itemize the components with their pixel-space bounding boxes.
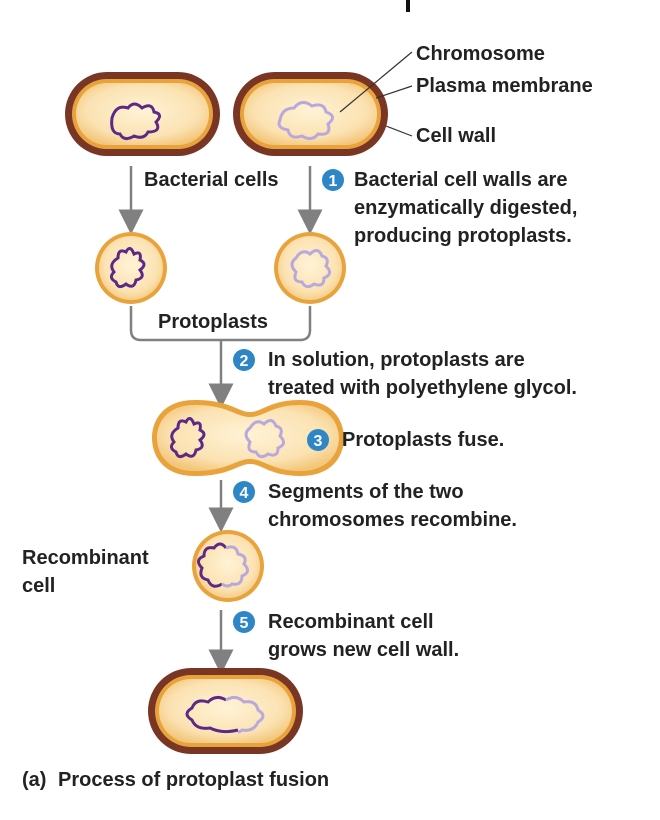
- protoplasts-label: Protoplasts: [158, 311, 268, 333]
- plasma-membrane-leader: [375, 85, 413, 99]
- chromosome-label: Chromosome: [416, 43, 545, 65]
- step-1-line-3: producing protoplasts.: [354, 225, 572, 247]
- top-mark: [406, 0, 410, 12]
- chromosome-light: [221, 545, 249, 588]
- step-2-badge: [233, 349, 255, 371]
- step-5-line-2: grows new cell wall.: [268, 639, 459, 661]
- step-4-badge: [233, 481, 255, 503]
- step-1-number: 1: [329, 173, 338, 190]
- fused-protoplasts: [152, 400, 344, 476]
- step-5-line-1: Recombinant cell: [268, 611, 434, 633]
- step-4-line-1: Segments of the two: [268, 481, 464, 503]
- step-3-badge: [307, 429, 329, 451]
- chromosome-leader: [339, 51, 413, 113]
- bacterial-cell-right: [233, 72, 388, 156]
- bacterial-cells-label: Bacterial cells: [144, 169, 279, 191]
- step-3: 3 Protoplasts fuse.: [307, 429, 504, 451]
- step-5-badge: [233, 611, 255, 633]
- step-4-number: 4: [240, 485, 249, 502]
- recombinant-cell-label-1: Recombinant: [22, 547, 149, 569]
- step-5-number: 5: [240, 615, 249, 632]
- caption-prefix: (a): [22, 769, 46, 791]
- chromosome-dark: [197, 542, 228, 588]
- step-5: 5 Recombinant cell grows new cell wall.: [233, 611, 459, 661]
- step-2: 2 In solution, protoplasts are treated w…: [233, 349, 577, 399]
- protoplast-left: [95, 232, 167, 304]
- caption: Process of protoplast fusion: [58, 769, 329, 791]
- step-1: 1 Bacterial cell walls are enzymatically…: [322, 169, 577, 247]
- cell-wall-label: Cell wall: [416, 125, 496, 147]
- plasma-membrane-label: Plasma membrane: [416, 75, 593, 97]
- protoplast-right: [274, 232, 346, 304]
- recombinant-cell-with-wall: [148, 668, 303, 754]
- chromosome-dark: [185, 695, 239, 734]
- step-4-line-2: chromosomes recombine.: [268, 509, 517, 531]
- chromosome-light: [244, 419, 285, 459]
- step-2-line-2: treated with polyethylene glycol.: [268, 377, 577, 399]
- chromosome-light: [277, 101, 334, 141]
- chromosome-light: [225, 695, 265, 734]
- chromosome-light: [290, 249, 331, 289]
- chromosome-dark: [169, 417, 206, 459]
- step-1-badge: [322, 169, 344, 191]
- step-1-line-2: enzymatically digested,: [354, 197, 577, 219]
- chromosome-dark: [110, 102, 161, 141]
- step-1-line-1: Bacterial cell walls are: [354, 169, 567, 191]
- step-4: 4 Segments of the two chromosomes recomb…: [233, 481, 517, 531]
- step-3-line-1: Protoplasts fuse.: [342, 429, 504, 451]
- cell-wall-leader: [385, 125, 413, 137]
- step-3-number: 3: [314, 433, 323, 450]
- chromosome-dark: [109, 247, 146, 289]
- bacterial-cell-left: [65, 72, 220, 156]
- step-2-number: 2: [240, 353, 249, 370]
- recombinant-protoplast: [192, 530, 264, 602]
- recombinant-cell-label-2: cell: [22, 575, 55, 597]
- step-2-line-1: In solution, protoplasts are: [268, 349, 525, 371]
